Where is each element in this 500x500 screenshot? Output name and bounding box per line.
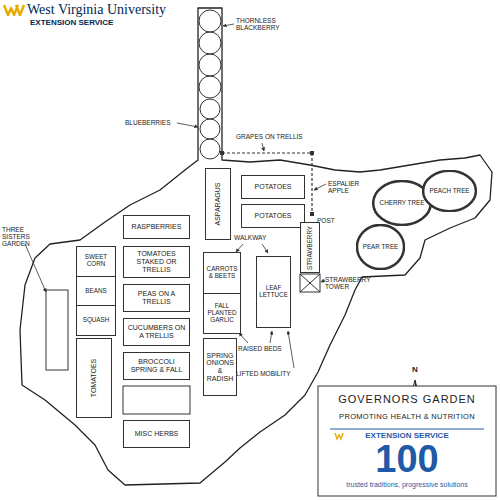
plant-label: BLUEBERRIES: [125, 119, 177, 126]
empty-bed: [46, 290, 68, 370]
empty-bed: [123, 386, 190, 414]
leader-line: [288, 331, 294, 368]
leader-line: [236, 244, 243, 252]
area-label: RAISED BEDS: [238, 345, 290, 352]
garden-bed: POTATOES: [241, 175, 305, 199]
trellis-post: [310, 151, 314, 155]
garden-bed: SWEET CORNBEANSSQUASH: [76, 246, 116, 336]
leader-line: [270, 331, 272, 343]
bed-label: BEANS: [77, 276, 115, 306]
tower-cross: [300, 274, 320, 292]
tree-circle: PEACH TREE: [422, 170, 477, 212]
bed-label: PEAR TREE: [363, 244, 399, 251]
blueberry-bush: [200, 139, 220, 159]
grape-trellis: [222, 152, 312, 153]
leader-line: [223, 24, 234, 26]
bed-label: SQUASH: [77, 305, 115, 335]
tagline: trusted traditions, progressive solution…: [318, 481, 496, 489]
bed-label: ASPARAGUS: [214, 182, 222, 225]
leader-line: [314, 184, 326, 190]
blackberry-bush: [199, 76, 221, 98]
bed-label: BROCCOLI SPRING & FALL: [126, 358, 187, 373]
extension-logo: [335, 433, 343, 439]
garden-bed: STRAWBERRY: [300, 222, 320, 273]
bed-label: RASPBERRIES: [132, 223, 182, 231]
plant-label: THORNLESS BLACKBERRY: [236, 17, 288, 31]
area-label: THREE SISTERS GARDEN: [2, 226, 48, 247]
garden-bed: MISC HERBS: [123, 420, 190, 448]
garden-bed: PEAS ON A TRELLIS: [123, 284, 190, 312]
title-rule: [330, 429, 484, 430]
blueberry-bush: [200, 119, 220, 139]
leader-line: [321, 280, 325, 282]
plant-label: GRAPES ON TRELLIS: [236, 133, 316, 140]
leader-line: [239, 333, 248, 343]
blueberry-bush: [200, 99, 220, 119]
leader-line: [177, 123, 198, 127]
garden-bed: BROCCOLI SPRING & FALL: [123, 352, 190, 380]
garden-bed: POTATOES: [241, 204, 305, 228]
tree-circle-outline: [357, 225, 404, 269]
garden-bed: ASPARAGUS: [205, 168, 231, 240]
blackberry-bush: [199, 54, 221, 76]
bed-label: SPRING ONIONS & RADISH: [206, 352, 234, 383]
tree-circle-outline: [373, 181, 431, 225]
tree-circle: PEAR TREE: [356, 224, 405, 270]
anniversary-number: 100: [318, 440, 496, 478]
bed-label: TOMATOES STAKED OR TRELLIS: [126, 250, 187, 273]
title-block: [318, 386, 496, 496]
tree-circle-outline: [423, 171, 476, 211]
map-caption: PROMOTING HEALTH & NUTRITION: [318, 413, 496, 421]
bed-label: LEAF LETTUCE: [259, 285, 288, 299]
garden-bed: TOMATOES STAKED OR TRELLIS: [123, 246, 190, 278]
bed-label: TOMATOES: [90, 359, 98, 398]
strawberry-tower: [300, 274, 320, 292]
plant-label: ESPALIER APPLE: [328, 180, 368, 194]
blackberry-bush: [199, 10, 221, 32]
bed-label: MISC HERBS: [135, 430, 179, 438]
berry-bushes: [199, 10, 221, 159]
service-name: EXTENSION SERVICE: [30, 19, 140, 28]
bed-label: CHERRY TREE: [380, 200, 425, 207]
bed-label: SWEET CORN: [77, 247, 115, 276]
plant-label: POST: [317, 217, 339, 224]
bed-label: CUCUMBERS ON A TRELLIS: [126, 324, 187, 339]
garden-bed: SPRING ONIONS & RADISH: [203, 338, 237, 396]
path-label: WALKWAY: [234, 234, 270, 241]
university-name: West Virginia University: [27, 2, 197, 17]
plant-label: STRAWBERRY TOWER: [325, 276, 361, 290]
trellis-post: [220, 151, 224, 155]
leader-lines: [25, 24, 326, 368]
bed-label: CARROTS & BEETS: [204, 253, 240, 293]
bed-label: POTATOES: [255, 212, 292, 220]
blackberry-bush: [199, 32, 221, 54]
bed-label: PEAS ON A TRELLIS: [126, 290, 187, 305]
bed-label: FALL PLANTED GARLIC: [204, 293, 240, 334]
wvu-logo: [4, 5, 24, 15]
compass-north: N: [408, 366, 422, 375]
garden-bed: LEAF LETTUCE: [256, 256, 291, 328]
bed-label: POTATOES: [255, 183, 292, 191]
garden-bed: RASPBERRIES: [123, 215, 190, 239]
garden-bed: CARROTS & BEETSFALL PLANTED GARLIC: [203, 252, 241, 334]
leader-line: [262, 244, 268, 253]
bed-label: PEACH TREE: [429, 188, 469, 195]
espalier-trellis: [311, 153, 312, 214]
bed-label: STRAWBERRY: [307, 225, 314, 269]
leader-line: [262, 143, 264, 151]
trellis-post: [310, 212, 314, 216]
area-label: LIFTED MOBILITY: [236, 370, 308, 377]
map-title: GOVERNORS GARDEN: [318, 393, 496, 405]
leader-line: [25, 244, 46, 292]
garden-bed: CUCUMBERS ON A TRELLIS: [123, 318, 190, 346]
garden-bed: TOMATOES: [76, 338, 112, 418]
